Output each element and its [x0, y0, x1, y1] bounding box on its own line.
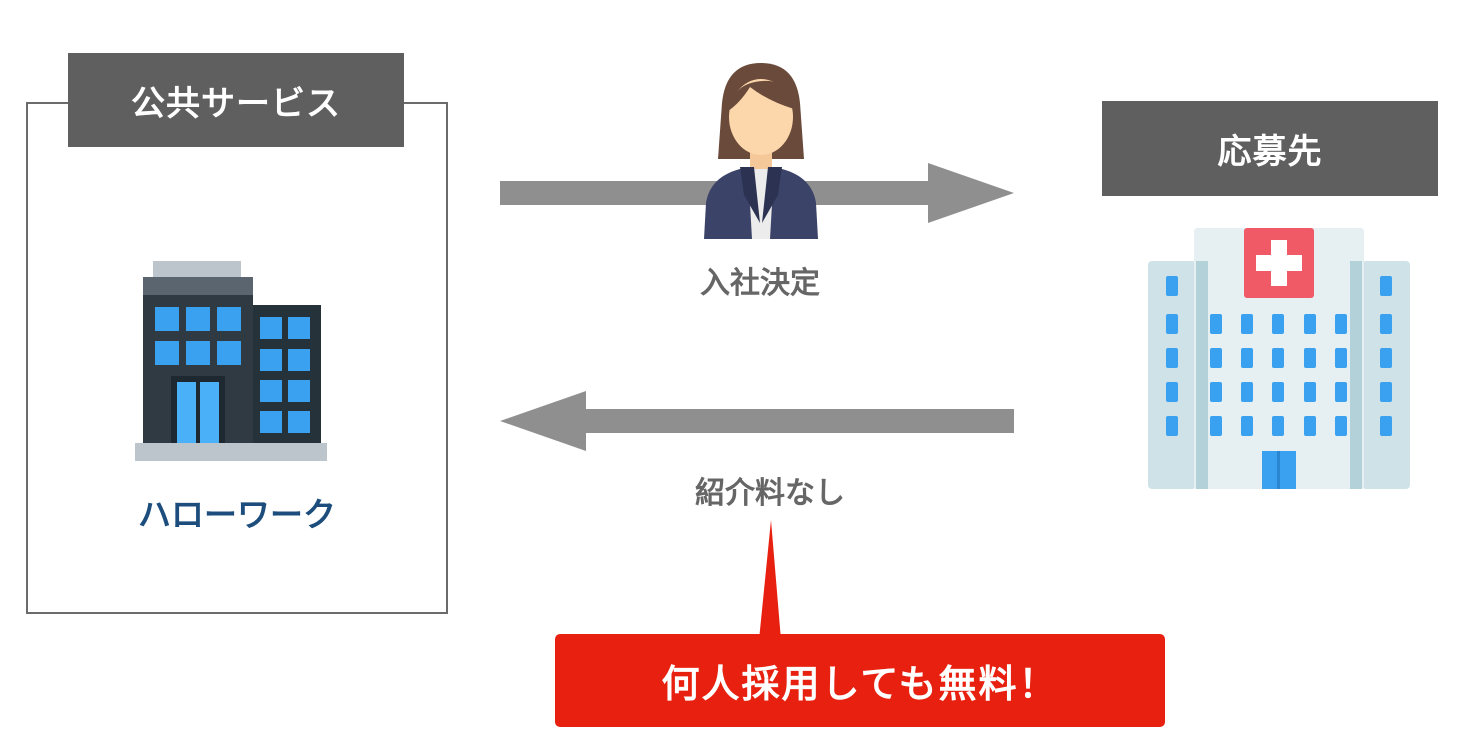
businesswoman-icon: [704, 63, 818, 239]
public-service-heading: 公共サービス: [68, 53, 404, 147]
callout-pointer: [759, 520, 781, 640]
fee-flow-arrow: [500, 391, 1014, 451]
hospital-building-icon: [1148, 228, 1410, 489]
no-referral-fee-label: 紹介料なし: [695, 476, 845, 511]
recipient-heading: 応募先: [1102, 101, 1438, 196]
free-hiring-callout: 何人採用しても無料！: [555, 634, 1165, 727]
office-building-icon: [135, 261, 327, 461]
hire-decision-label: 入社決定: [700, 266, 820, 301]
hellowork-label: ハローワーク: [138, 495, 336, 534]
